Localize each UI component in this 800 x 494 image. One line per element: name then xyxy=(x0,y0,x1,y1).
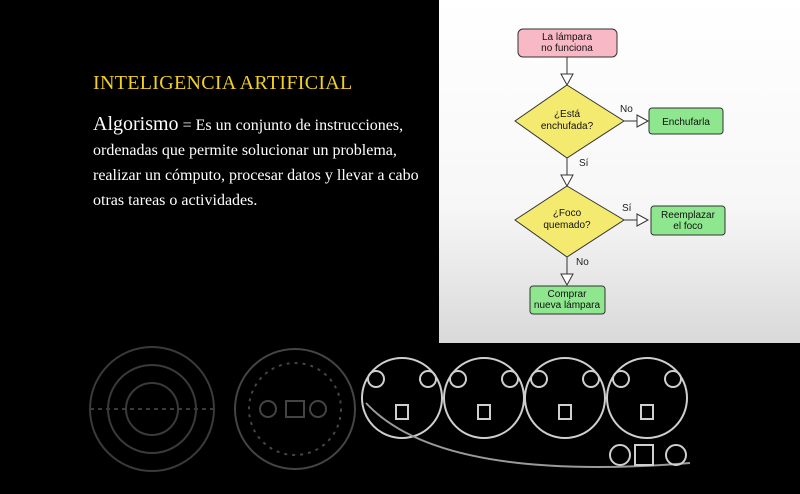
node-decision-plugged: ¿Está enchufada? xyxy=(514,84,625,159)
node-end: Comprar nueva lámpara xyxy=(529,285,606,315)
flowchart-panel: La lámpara no funciona ¿Está enchufada? … xyxy=(439,0,800,343)
edge-label-d2-no: No xyxy=(576,257,589,268)
flowchart-arrowheads xyxy=(560,73,650,287)
node-decision-plugged-line-2: enchufada? xyxy=(541,121,594,132)
arrowhead xyxy=(560,273,574,287)
edge-label-d2-yes: Sí xyxy=(622,203,632,214)
node-start-line-1: La lámpara xyxy=(542,32,592,43)
node-action-replace-bulb-line-2: el foco xyxy=(673,221,703,232)
arrowhead xyxy=(636,114,650,128)
flowchart: La lámpara no funciona ¿Está enchufada? … xyxy=(514,28,726,315)
node-decision-bulb: ¿Foco quemado? xyxy=(514,185,625,258)
node-start: La lámpara no funciona xyxy=(517,28,618,58)
flowchart-connectors xyxy=(566,57,637,274)
node-end-line-2: nueva lámpara xyxy=(534,300,601,311)
node-action-replace-bulb: Reemplazar el foco xyxy=(650,205,726,236)
slide-title: INTELIGENCIA ARTIFICIAL xyxy=(93,72,353,94)
arrowhead xyxy=(560,73,574,87)
decorative-glyph-band xyxy=(89,346,691,472)
edge-label-d1-no: No xyxy=(620,104,633,115)
definition-paragraph: Algorismo = Es un conjunto de instruccio… xyxy=(93,112,423,213)
arrowhead xyxy=(560,174,574,188)
edge-label-d1-yes: Sí xyxy=(579,158,589,169)
glyph-seal-row xyxy=(361,357,691,468)
node-decision-bulb-line-2: quemado? xyxy=(543,220,591,231)
node-action-replace-bulb-line-1: Reemplazar xyxy=(661,210,716,221)
node-start-line-2: no funciona xyxy=(541,43,593,54)
node-decision-bulb-line-1: ¿Foco xyxy=(553,208,582,219)
faded-seal-mid xyxy=(234,348,356,470)
node-decision-plugged-line-1: ¿Está xyxy=(554,109,581,120)
arrowhead xyxy=(636,213,650,227)
definition-term: Algorismo xyxy=(93,113,179,135)
node-end-line-1: Comprar xyxy=(548,289,588,300)
faded-seal-left xyxy=(89,346,215,472)
node-action-plug-in: Enchufarla xyxy=(648,107,724,135)
definition-text: = Es un conjunto de instrucciones, orden… xyxy=(93,117,419,209)
node-action-plug-in-label: Enchufarla xyxy=(662,117,710,128)
